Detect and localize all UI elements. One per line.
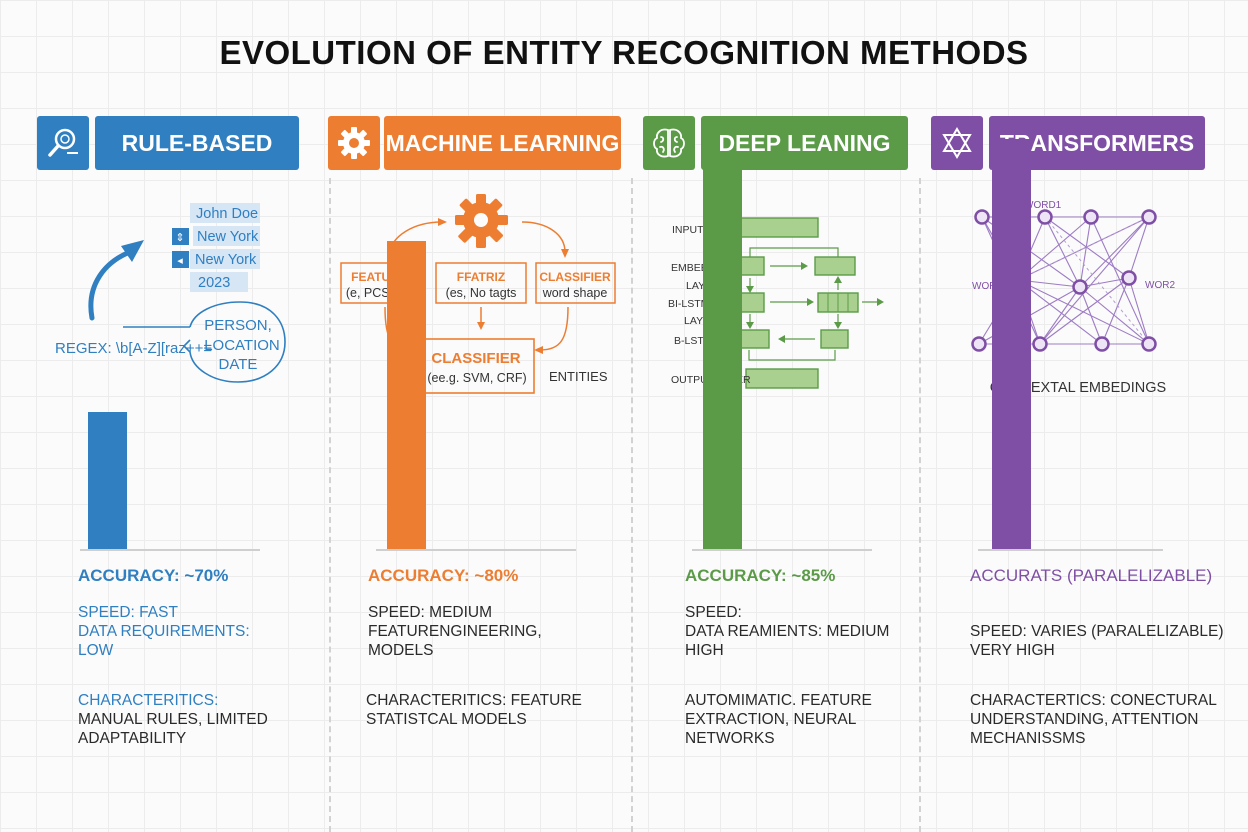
tag-icon xyxy=(172,251,189,268)
bar-baseline xyxy=(80,549,260,551)
entity-chip xyxy=(193,226,260,246)
classifier-sub: (ee.g. SVM, CRF) xyxy=(427,371,526,385)
char-text: ADAPTABILITY xyxy=(78,730,187,747)
speed-line: SPEED: MEDIUM FEATURENGINEERING, MODELS xyxy=(368,603,542,660)
bar-baseline xyxy=(376,549,576,551)
data-req-text: SPEED: VARIES (PARALELIZABLE) xyxy=(970,623,1224,640)
svg-text:⇕: ⇕ xyxy=(175,232,184,244)
entity-chip xyxy=(190,249,260,269)
data-req-value: VERY HIGH xyxy=(970,642,1055,659)
speed-line: SPEED: VARIES (PARALELIZABLE) VERY HIGH xyxy=(970,603,1224,660)
token-node xyxy=(1121,270,1137,286)
star-of-david-icon xyxy=(931,116,983,170)
box-sub: word shape xyxy=(542,286,608,300)
char-text: NETWORKS xyxy=(685,730,775,747)
gear-icon xyxy=(455,194,508,248)
speed-text: SPEED: MEDIUM xyxy=(368,604,493,621)
data-req-value: HIGH xyxy=(685,642,724,659)
label-date: DATE xyxy=(219,356,258,373)
entity-text: 2023 xyxy=(198,275,230,291)
token-node xyxy=(971,336,987,352)
accuracy-bar-deep-learning xyxy=(703,155,742,549)
data-req-value: LOW xyxy=(78,642,114,659)
column-divider xyxy=(329,178,331,832)
speed-line: SPEED: DATA REAMIENTS: MEDIUM HIGH xyxy=(685,603,889,660)
token-node xyxy=(1083,209,1099,225)
label-person: PERSON, xyxy=(204,317,272,334)
entity-text: New York xyxy=(195,252,257,268)
box-title: CLASSIFIER xyxy=(539,270,611,284)
char-text: STATISTCAL MODELS xyxy=(366,711,527,728)
accuracy-label: ACCURACY: ~70% xyxy=(78,566,229,585)
column-divider xyxy=(631,178,633,832)
svg-text:◂: ◂ xyxy=(177,255,183,267)
blstm-block xyxy=(820,329,849,349)
entity-text: John Doe xyxy=(196,206,258,222)
arrowhead xyxy=(121,240,144,262)
token-node xyxy=(1032,336,1048,352)
speed-text: SPEED: FAST xyxy=(78,604,178,621)
data-req-value: MODELS xyxy=(368,642,434,659)
char-heading: AUTOMIMATIC. FEATURE xyxy=(685,692,872,709)
box-sub: (es, No tagts xyxy=(446,286,517,300)
tag-icon xyxy=(172,228,189,245)
char-heading: CHARACTERITICS: FEATURE xyxy=(366,692,582,709)
token-node xyxy=(1141,209,1157,225)
bar-baseline xyxy=(692,549,872,551)
embedding-block xyxy=(814,256,856,276)
entity-text: New York xyxy=(197,229,259,245)
speed-text: SPEED: xyxy=(685,604,742,621)
char-heading: CHARACTERTICS: CONECTURAL xyxy=(970,692,1217,709)
speed-text xyxy=(970,603,1224,622)
accuracy-bar-machine-learning xyxy=(387,241,426,549)
classifier-feature-box xyxy=(535,262,616,304)
gear-icon xyxy=(328,116,380,170)
output-layer-block xyxy=(745,368,819,389)
bilstm-block xyxy=(817,292,859,313)
token-node xyxy=(974,209,990,225)
entities-label: ENTITIES xyxy=(549,369,608,384)
page-title: EVOLUTION OF ENTITY RECOGNITION METHODS xyxy=(219,34,1029,71)
entity-chip xyxy=(190,203,260,223)
accuracy-label: ACCURACY: ~85% xyxy=(685,566,836,585)
classifier-title: CLASSIFIER xyxy=(431,350,520,367)
header-label: MACHINE LEARNING xyxy=(384,116,621,170)
box-title: FFATRIZ xyxy=(457,270,505,284)
characteristics: CHARACTERITICS: FEATURE STATISTCAL MODEL… xyxy=(366,691,582,729)
token-node xyxy=(1094,336,1110,352)
char-text: UNDERSTANDING, ATTENTION xyxy=(970,711,1199,728)
char-text: MECHANISSMS xyxy=(970,730,1086,747)
characteristics: CHARACTERTICS: CONECTURAL UNDERSTANDING,… xyxy=(970,691,1217,748)
curved-arrow xyxy=(88,249,133,321)
regex-text: REGEX: \b[A-Z][raz++≡ xyxy=(55,340,212,357)
data-req-text: DATA REAMIENTS: MEDIUM xyxy=(685,623,890,640)
column-divider xyxy=(919,178,921,832)
accuracy-label: ACCURACY: ~80% xyxy=(368,566,519,585)
magnifier-icon xyxy=(37,116,89,170)
accuracy-label: ACCURATS (PARALELIZABLE) xyxy=(970,566,1213,585)
char-text: MANUAL RULES, LIMITED xyxy=(78,711,268,728)
classifier-box xyxy=(423,338,535,394)
label-bubble xyxy=(182,301,286,383)
token-node xyxy=(1141,336,1157,352)
char-heading: CHARACTERITICS: xyxy=(78,692,219,709)
char-text: EXTRACTION, NEURAL xyxy=(685,711,857,728)
token-node xyxy=(1072,279,1088,295)
accuracy-bar-rule-based xyxy=(88,412,127,549)
characteristics: AUTOMIMATIC. FEATURE EXTRACTION, NEURAL … xyxy=(685,691,872,748)
brain-icon xyxy=(643,116,695,170)
token-node xyxy=(1037,209,1053,225)
entity-chip xyxy=(190,272,248,292)
word-label: WOR2 xyxy=(1145,280,1175,291)
bar-baseline xyxy=(978,549,1163,551)
data-req-text: FEATURENGINEERING, xyxy=(368,623,542,640)
characteristics: CHARACTERITICS: MANUAL RULES, LIMITED AD… xyxy=(78,691,268,748)
feature-box xyxy=(435,262,527,304)
header-label: RULE-BASED xyxy=(95,116,299,170)
input-layer-block xyxy=(740,217,819,238)
accuracy-bar-transformers xyxy=(992,138,1031,549)
speed-line: SPEED: FAST DATA REQUIREMENTS: LOW xyxy=(78,603,250,660)
label-location: LOCATION xyxy=(204,337,280,354)
data-req-text: DATA REQUIREMENTS: xyxy=(78,623,250,640)
